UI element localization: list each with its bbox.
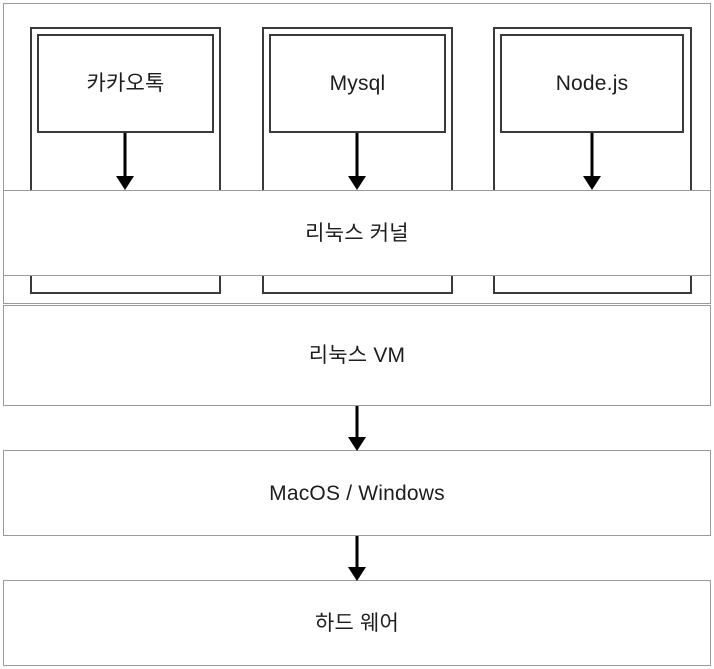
layer-label-linux-kernel: 리눅스 커널 — [305, 221, 409, 245]
arrow-head-icon — [116, 176, 134, 190]
arrow-shaft — [355, 536, 359, 568]
app-box-kakaotalk[interactable]: 카카오톡 — [37, 34, 214, 133]
arrow-head-icon — [348, 567, 366, 581]
container-box-3[interactable] — [493, 27, 692, 294]
layer-label-hardware: 하드 웨어 — [314, 611, 400, 635]
container-box-2[interactable] — [262, 27, 453, 294]
container-box-1[interactable] — [30, 27, 221, 294]
arrow-shaft — [355, 133, 359, 178]
app-label-kakaotalk: 카카오톡 — [86, 72, 165, 95]
layer-host-os[interactable]: MacOS / Windows — [3, 450, 711, 536]
arrow-app-to-kernel-1 — [114, 133, 136, 190]
app-box-nodejs[interactable]: Node.js — [500, 34, 684, 133]
arrow-vm-to-host-os — [346, 406, 368, 451]
app-label-nodejs: Node.js — [555, 72, 629, 95]
arrow-head-icon — [348, 437, 366, 451]
arrow-head-icon — [348, 176, 366, 190]
layer-hardware[interactable]: 하드 웨어 — [3, 580, 711, 666]
arrow-head-icon — [583, 176, 601, 190]
layer-label-linux-vm: 리눅스 VM — [308, 344, 406, 367]
app-box-mysql[interactable]: Mysql — [269, 34, 446, 133]
arrow-shaft — [355, 406, 359, 438]
arrow-app-to-kernel-2 — [346, 133, 368, 190]
app-label-mysql: Mysql — [329, 72, 386, 95]
layer-label-host-os: MacOS / Windows — [269, 481, 445, 505]
layer-linux-vm[interactable]: 리눅스 VM — [3, 305, 711, 406]
layer-linux-kernel[interactable]: 리눅스 커널 — [3, 190, 711, 276]
arrow-shaft — [590, 133, 594, 178]
arrow-host-os-to-hardware — [346, 536, 368, 581]
arrow-app-to-kernel-3 — [581, 133, 603, 190]
arrow-shaft — [123, 133, 127, 178]
